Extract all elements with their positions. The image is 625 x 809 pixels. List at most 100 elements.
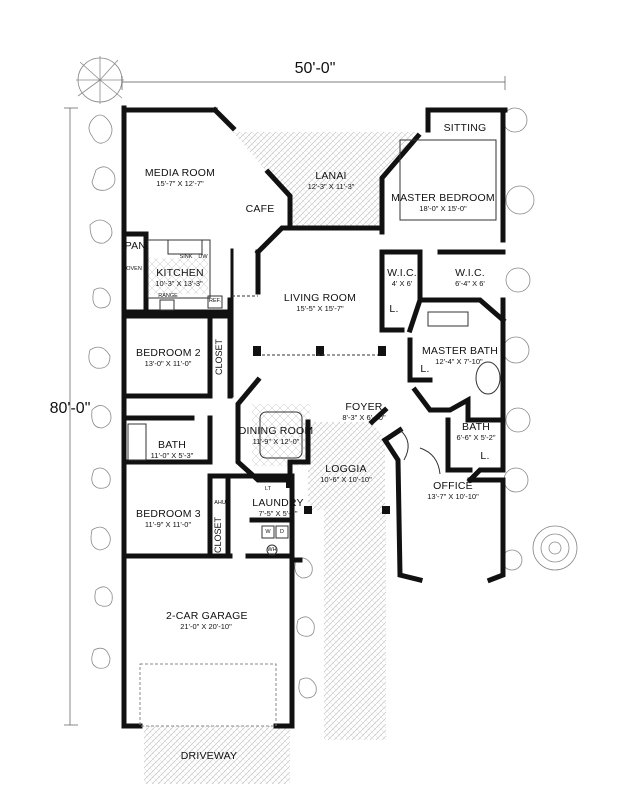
range-icon xyxy=(159,299,175,311)
kitchen-right-wall xyxy=(143,297,233,315)
loggia-label: LOGGIA xyxy=(325,463,367,475)
ref-label: REF. xyxy=(209,298,221,304)
laundry-label: LAUNDRY xyxy=(252,497,304,509)
refrigerator-icon xyxy=(207,295,223,309)
tree-icon xyxy=(532,525,578,571)
media-room-dims: 15'-7" X 12'-7" xyxy=(156,179,204,188)
bathtub-icon xyxy=(475,361,501,395)
garage-walls xyxy=(121,557,303,729)
linen-label-1: L. xyxy=(389,303,399,315)
overall-depth-label: 80'-0" xyxy=(49,400,91,417)
office-walls xyxy=(381,436,506,584)
shrub-cluster-right xyxy=(501,107,535,571)
laundry-washer-icon xyxy=(261,525,275,539)
master-bedroom-label: MASTER BEDROOM xyxy=(391,192,495,204)
bath2-label: BATH xyxy=(461,421,491,433)
dryer-label: D xyxy=(280,529,284,535)
living-room-label: LIVING ROOM xyxy=(283,292,357,304)
shrub-cluster-left xyxy=(88,114,116,669)
ahu-label: AHU xyxy=(214,500,226,506)
bedroom3-walls xyxy=(207,473,253,559)
wic-1-dims: 4' X 6' xyxy=(391,279,413,288)
kitchen-tile xyxy=(148,258,208,294)
sitting-label: SITTING xyxy=(443,122,487,134)
vanity-icon xyxy=(427,311,469,327)
dining-walls xyxy=(235,376,311,483)
bedroom3-dims: 11'-9" X 11'-0" xyxy=(144,520,192,529)
driveway-paving xyxy=(144,726,290,784)
wic-2-dims: 6'-4" X 6' xyxy=(455,279,485,288)
range-label: RANGE xyxy=(158,293,178,299)
cafe-label: CAFE xyxy=(245,203,275,215)
lt-label: LT xyxy=(264,486,271,492)
palm-tree-icon xyxy=(76,56,124,104)
garage-dims: 21'-0" X 20'-10" xyxy=(180,622,232,631)
master-bath-dims: 12'-4" X 7'-10" xyxy=(435,357,483,366)
bath2-dims: 6'-6" X 5'-2" xyxy=(456,433,496,442)
dining-ceiling-detail xyxy=(259,411,303,459)
water-heater-icon xyxy=(266,544,278,556)
master-bed-area xyxy=(399,139,497,221)
lanai-dims: 12'-3" X 11'-3" xyxy=(307,182,355,191)
water-heater-label: WH xyxy=(267,547,277,553)
bath1-walls xyxy=(121,415,213,465)
shrub-cluster-center xyxy=(294,557,317,699)
foyer-label: FOYER xyxy=(345,401,383,413)
walls xyxy=(121,105,508,729)
master-lanai-diagonal xyxy=(379,107,431,235)
bedroom2-closet-wall xyxy=(207,313,233,399)
master-bath-walls xyxy=(406,296,507,383)
loggia-paving xyxy=(308,422,385,510)
walkway-paving xyxy=(324,510,386,740)
media-room-label: MEDIA ROOM xyxy=(144,167,216,179)
overall-width-label: 50'-0" xyxy=(294,60,336,77)
master-closet-walls xyxy=(379,249,506,333)
laundry-dims: 7'-5" X 5'-7" xyxy=(258,509,298,518)
bath2-walls xyxy=(445,417,473,473)
lanai-label: LANAI xyxy=(315,170,347,182)
foyer-walls xyxy=(368,406,404,444)
foyer-dims: 8'-3" X 6'-10" xyxy=(342,413,386,422)
living-room-dims: 15'-5" X 15'-7" xyxy=(296,304,344,313)
garage-label: 2-CAR GARAGE xyxy=(166,610,248,622)
kitchen-counter xyxy=(147,239,211,299)
columns xyxy=(253,346,390,514)
master-bath-lower xyxy=(411,386,471,423)
dw-label: DW xyxy=(198,254,208,260)
sink-label: SINK xyxy=(179,254,193,260)
bath1-tub-icon xyxy=(127,423,147,461)
wic-1-label: W.I.C. xyxy=(387,267,417,279)
bath1-dims: 11'-0" X 5'-3" xyxy=(150,451,194,460)
office-label: OFFICE xyxy=(433,480,473,492)
washer-label: W xyxy=(265,529,271,535)
master-bath-label: MASTER BATH xyxy=(421,345,499,357)
paved-areas xyxy=(144,132,418,784)
office-door-swing xyxy=(419,447,441,475)
exterior-wall-right-lower xyxy=(465,397,506,484)
landscape-plantings xyxy=(76,56,578,699)
entry-door-swing xyxy=(399,429,409,461)
master-bedroom-dims: 18'-0" X 15'-0" xyxy=(419,204,467,213)
thin-lines xyxy=(127,139,501,727)
oven-label: OVEN xyxy=(126,266,142,272)
kitchen-label: KITCHEN xyxy=(156,267,204,279)
pantry-label: PAN. xyxy=(124,240,150,252)
garage-door xyxy=(139,663,277,727)
media-lanai-diagonal xyxy=(211,106,293,231)
loggia-dims: 10'-6" X 10'-10" xyxy=(320,475,372,484)
dimension-lines xyxy=(64,76,506,726)
kitchen-dims: 10'-3" X 13'-3" xyxy=(155,279,203,288)
linen-label-3: L. xyxy=(480,450,490,462)
bedroom2-dims: 13'-0" X 11'-0" xyxy=(144,359,192,368)
dining-room-dims: 11'-9" X 12'-0" xyxy=(252,437,300,446)
closet-a-label: CLOSET xyxy=(214,338,225,375)
laundry-dryer-icon xyxy=(275,525,289,539)
wic-2-label: W.I.C. xyxy=(455,267,485,279)
lanai-paving xyxy=(233,132,418,228)
linen-label-2: L. xyxy=(420,363,430,375)
living-room-walls xyxy=(254,225,383,295)
laundry-walls xyxy=(247,473,295,559)
bedroom2-walls xyxy=(121,313,213,399)
dining-room-label: DINING ROOM xyxy=(238,425,314,437)
driveway-label: DRIVEWAY xyxy=(180,750,238,762)
